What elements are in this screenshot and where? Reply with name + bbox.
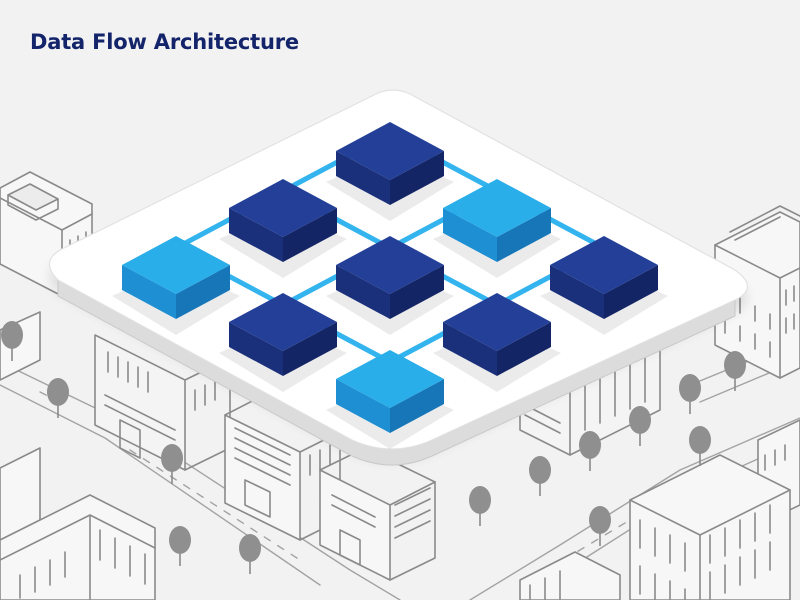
node-n4 [112,236,240,335]
node-n7 [219,293,347,392]
node-top-face [336,350,444,408]
node-top-face [550,236,658,294]
node-n3 [433,179,561,278]
tree [629,406,651,446]
node-right-face [604,265,658,319]
node-layer [112,122,668,449]
node-right-face [283,208,337,262]
node-left-face [443,322,497,376]
node-top-face [336,122,444,180]
node-top-face [336,236,444,294]
building-bottom-right [629,454,791,600]
node-right-face [283,322,337,376]
tree [589,506,611,546]
node-top-face [229,293,337,351]
building-bottom-left [0,447,156,600]
node-top-face [122,236,230,294]
node-left-face [122,265,176,319]
node-right-face [390,265,444,319]
tree [47,378,69,418]
node-n1 [326,122,454,221]
node-left-face [229,208,283,262]
tree [724,351,746,391]
city-background [0,171,800,600]
node-n2 [219,179,347,278]
node-n5 [326,236,454,335]
node-n8 [433,293,561,392]
node-top-face [443,293,551,351]
tree [1,321,23,361]
building-under-left [94,334,231,471]
tree [529,456,551,496]
node-right-face [497,322,551,376]
node-n9 [326,350,454,449]
node-n6 [540,236,668,335]
tree [161,444,183,484]
building-under-right [319,447,436,581]
building-bottom-center-right [519,551,621,600]
node-right-face [390,151,444,205]
node-right-face [390,379,444,433]
node-right-face [176,265,230,319]
diagram-title: Data Flow Architecture [30,30,299,54]
tree [679,374,701,414]
building-right-tall [714,205,800,379]
node-left-face [550,265,604,319]
node-top-face [443,179,551,237]
tree [169,526,191,566]
tree [689,426,711,466]
tree [239,534,261,574]
node-left-face [443,208,497,262]
node-top-face [229,179,337,237]
node-left-face [336,379,390,433]
tree [469,486,491,526]
node-left-face [336,265,390,319]
node-left-face [229,322,283,376]
city-trees [1,321,746,574]
node-left-face [336,151,390,205]
tree [579,431,601,471]
node-right-face [497,208,551,262]
